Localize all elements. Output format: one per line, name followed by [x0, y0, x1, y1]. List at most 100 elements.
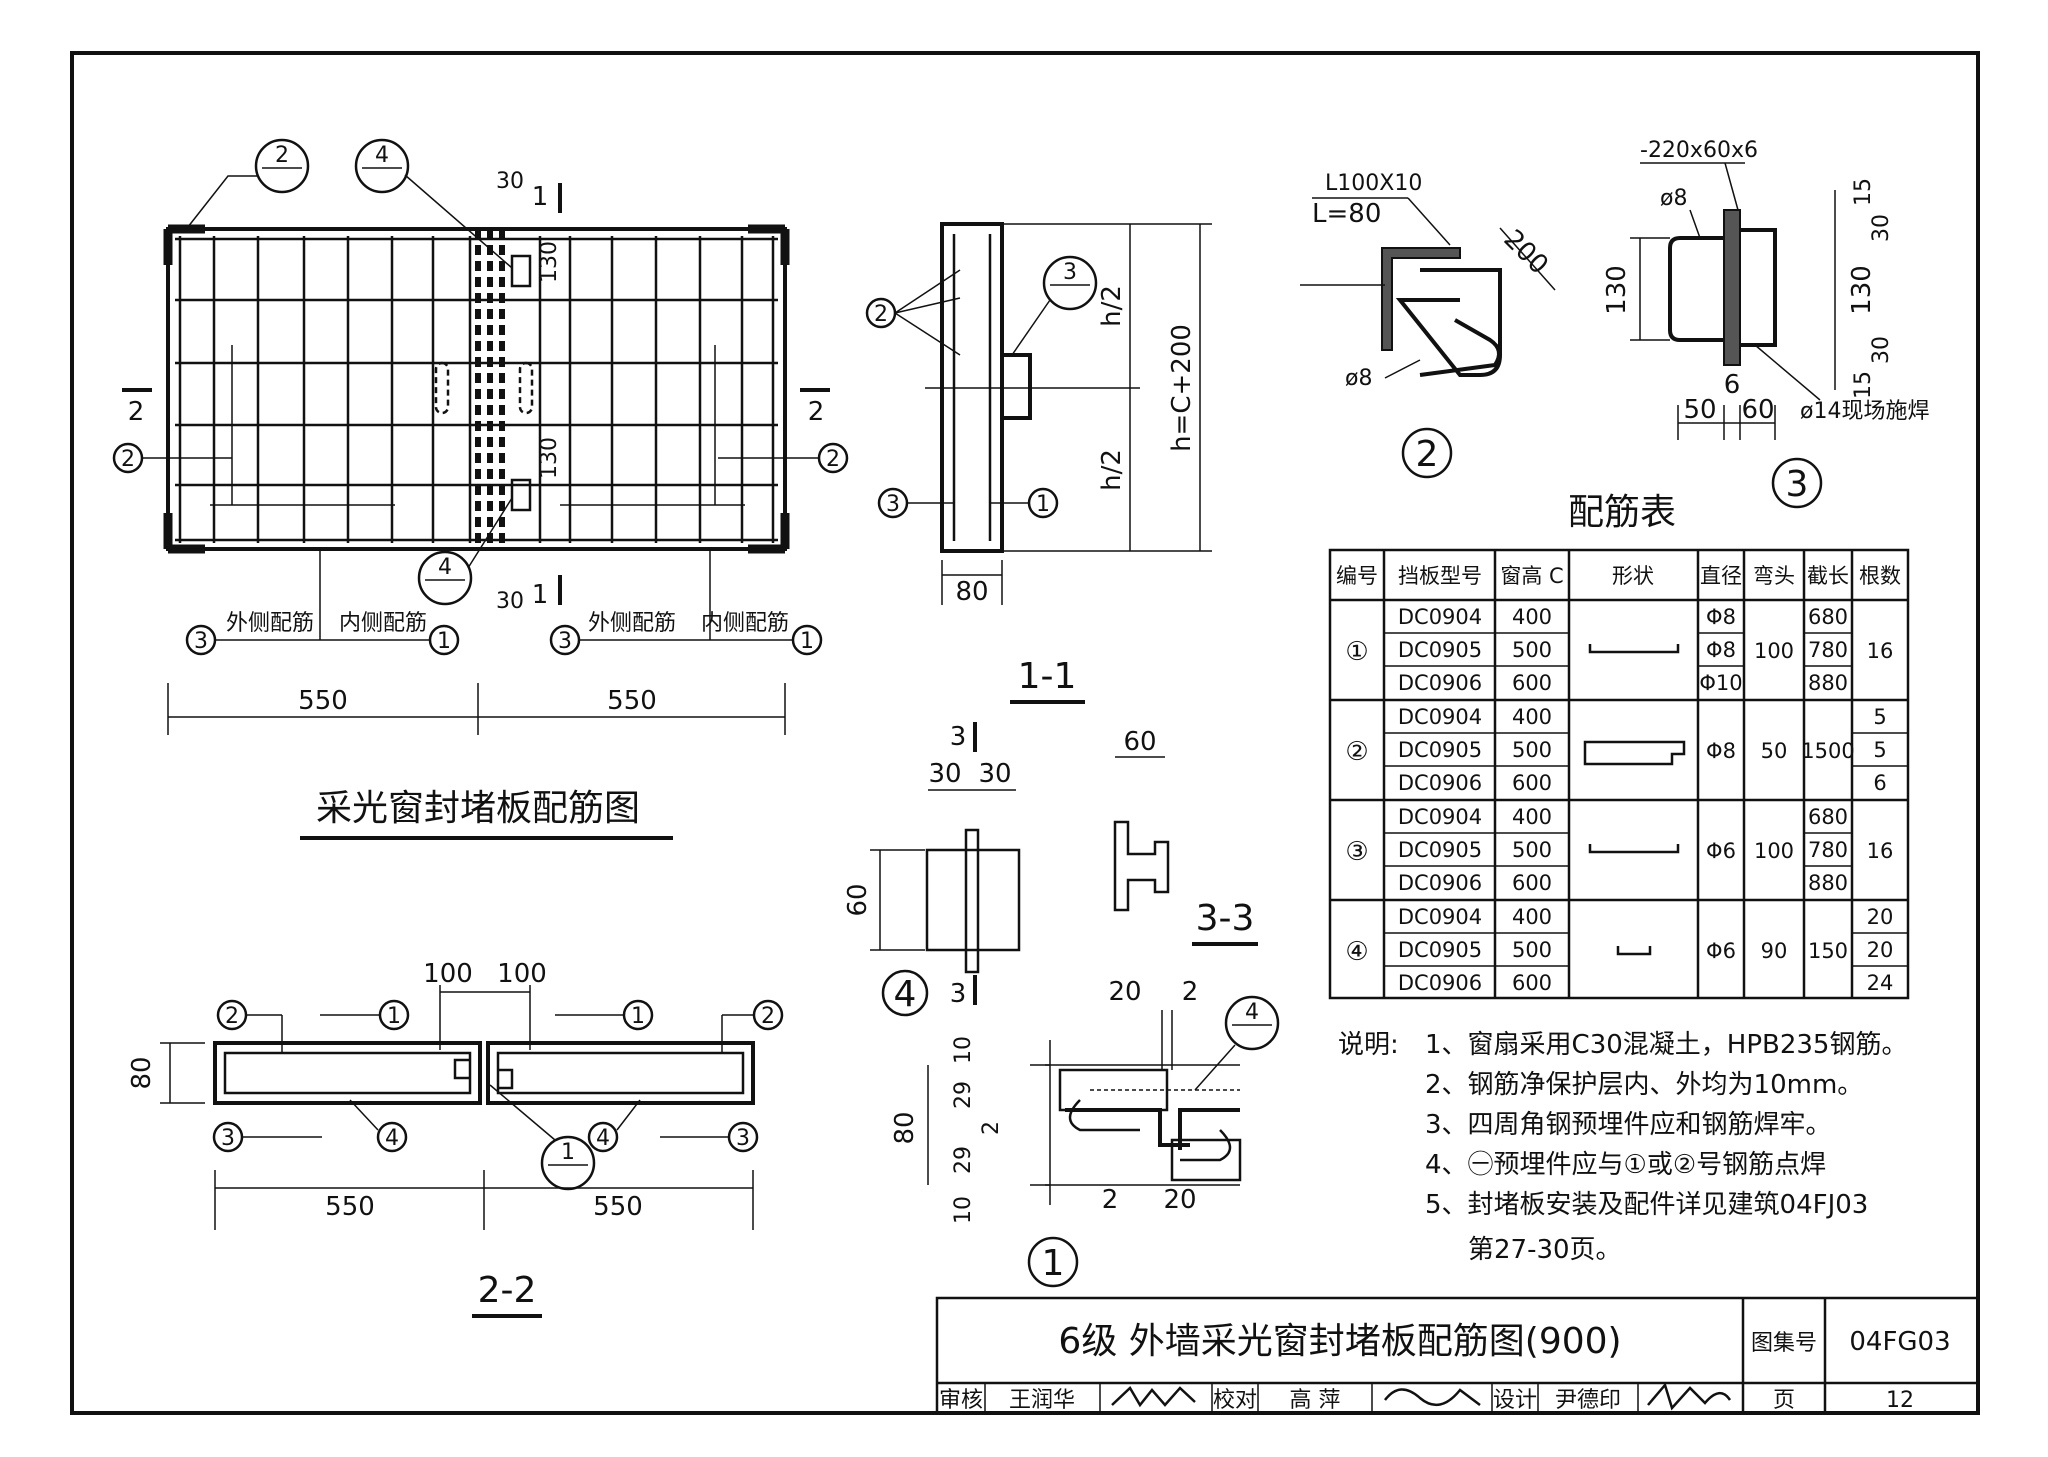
d1-dim-29-bottom: 29 — [951, 1146, 976, 1174]
note-2: 2、钢筋净保护层内、外均为10mm。 — [1425, 1070, 1863, 1100]
cut-2-right: 2 — [808, 397, 825, 427]
d1-dim-80: 80 — [890, 1111, 920, 1144]
d4-number: 4 — [894, 974, 917, 1015]
g2-r1-count: 5 — [1873, 705, 1886, 729]
plan-outer-left: 外侧配筋 — [226, 611, 314, 636]
d4-dim-60: 60 — [843, 883, 873, 916]
g4-bend: 90 — [1761, 939, 1788, 963]
s22-label-2-right: 2 — [761, 1004, 775, 1029]
d3-dim-130-right: 130 — [1847, 265, 1877, 315]
plan-label-3-left: 3 — [194, 629, 208, 654]
cut-1-top: 1 — [532, 182, 549, 212]
plan-right-2: 2 — [826, 447, 840, 472]
note-5: 5、封堵板安装及配件详见建筑04FJ03 — [1425, 1190, 1868, 1220]
d3-dim-15-top: 15 — [1851, 178, 1876, 206]
g2-r1-model: DC0904 — [1398, 705, 1482, 729]
plan-inner-right: 内侧配筋 — [701, 611, 789, 636]
g2-r3-h: 600 — [1512, 771, 1552, 795]
tb-designer-signature — [1647, 1382, 1732, 1411]
g2-r2-h: 500 — [1512, 738, 1552, 762]
table-title: 配筋表 — [1568, 492, 1676, 533]
plan-dim-30-top: 30 — [496, 169, 524, 194]
g1-r2-model: DC0905 — [1398, 638, 1482, 662]
plan-dim-550-left: 550 — [298, 686, 348, 716]
g1-r2-dia: Φ8 — [1706, 638, 1736, 662]
d3-weld: ø14现场施焊 — [1800, 399, 1929, 424]
th-shape: 形状 — [1612, 564, 1654, 588]
tb-page-label: 页 — [1773, 1388, 1795, 1413]
g2-bend: 50 — [1761, 739, 1788, 763]
note-3: 3、四周角钢预埋件应和钢筋焊牢。 — [1425, 1110, 1832, 1140]
g4-no: ④ — [1345, 937, 1368, 967]
s22-label-2-left: 2 — [225, 1004, 239, 1029]
tb-atlas-no: 04FG03 — [1849, 1327, 1950, 1357]
plan-title: 采光窗封堵板配筋图 — [316, 788, 640, 829]
s33-title: 3-3 — [1196, 898, 1255, 939]
plan-label-1-right: 1 — [800, 629, 814, 654]
s22-dim-100-right: 100 — [497, 959, 547, 989]
plan-view: 2 4 4 2 2 2 2 1 1 30 30 130 130 3 — [112, 138, 849, 840]
d3-dim-6: 6 — [1724, 370, 1741, 400]
tb-page-no: 12 — [1886, 1388, 1914, 1413]
s11-dim-80: 80 — [955, 577, 988, 607]
g3-bend: 100 — [1754, 839, 1794, 863]
d1-dim-20-bottom: 20 — [1163, 1185, 1196, 1215]
plan-dim-550-right: 550 — [607, 686, 657, 716]
s22-title: 2-2 — [478, 1270, 537, 1311]
tb-reviewer-signature — [1111, 1386, 1196, 1408]
d4-dim-30-right: 30 — [978, 759, 1011, 789]
s22-dim-550-right: 550 — [593, 1192, 643, 1222]
s22-label-3-right: 3 — [736, 1126, 750, 1151]
g2-len: 1500 — [1801, 739, 1854, 763]
s22-label-1-right: 1 — [631, 1004, 645, 1029]
th-bend: 弯头 — [1753, 564, 1795, 588]
d3-dim-60: 60 — [1741, 395, 1774, 425]
s11-title: 1-1 — [1018, 656, 1077, 697]
title-block: 6级 外墙采光窗封堵板配筋图(900) 图集号 04FG03 审核 王润华 校对… — [935, 1296, 1980, 1415]
g3-r2-h: 500 — [1512, 838, 1552, 862]
s22-dim-80: 80 — [127, 1056, 157, 1089]
g3-shape — [1588, 844, 1680, 854]
notes: 说明: 1、窗扇采用C30混凝土，HPB235钢筋。 2、钢筋净保护层内、外均为… — [1338, 1030, 1907, 1265]
d1-number: 1 — [1042, 1243, 1065, 1284]
tb-review-label: 审核 — [939, 1388, 983, 1413]
tb-designer: 尹德印 — [1555, 1388, 1621, 1413]
g2-no: ② — [1345, 737, 1368, 767]
note-4: 4、㊀预埋件应与①或②号钢筋点焊 — [1425, 1150, 1826, 1180]
note-6: 第27-30页。 — [1468, 1235, 1622, 1265]
s22-label-1-left: 1 — [387, 1004, 401, 1029]
g3-r1-h: 400 — [1512, 805, 1552, 829]
g2-r2-count: 5 — [1873, 738, 1886, 762]
g4-r3-count: 24 — [1867, 971, 1894, 995]
d1-dim-10-bottom: 10 — [951, 1196, 976, 1224]
s22-label-4-right: 4 — [596, 1126, 610, 1151]
detail-3: -220x60x6 ø8 130 15 30 130 30 15 50 6 60… — [1602, 138, 1929, 509]
d3-dim-30-bottom: 30 — [1869, 336, 1894, 364]
d3-number: 3 — [1786, 464, 1809, 505]
g1-bend: 100 — [1754, 639, 1794, 663]
g3-r2-len: 780 — [1808, 838, 1848, 862]
d2-dim-200: 200 — [1497, 224, 1553, 280]
plan-label-3-right: 3 — [558, 629, 572, 654]
s11-callout-3: 3 — [1063, 260, 1077, 285]
g4-shape — [1616, 946, 1652, 956]
g3-r1-len: 680 — [1808, 805, 1848, 829]
s11-label-3: 3 — [886, 492, 900, 517]
s11-label-1: 1 — [1036, 492, 1050, 517]
d3-dim-50: 50 — [1683, 395, 1716, 425]
tb-checker: 高 萍 — [1290, 1388, 1341, 1413]
plan-dim-30-bottom: 30 — [496, 589, 524, 614]
cut-3-bottom: 3 — [950, 979, 967, 1009]
g1-count: 16 — [1867, 639, 1894, 663]
g1-r1-dia: Φ8 — [1706, 605, 1736, 629]
g3-count: 16 — [1867, 839, 1894, 863]
th-height: 窗高 C — [1500, 564, 1563, 588]
plan-left-2: 2 — [121, 447, 135, 472]
g3-r3-h: 600 — [1512, 871, 1552, 895]
g1-r1-model: DC0904 — [1398, 605, 1482, 629]
plan-label-1-left: 1 — [437, 629, 451, 654]
g3-r2-model: DC0905 — [1398, 838, 1482, 862]
s22-label-4-left: 4 — [385, 1126, 399, 1151]
d3-bar: ø8 — [1660, 186, 1687, 211]
